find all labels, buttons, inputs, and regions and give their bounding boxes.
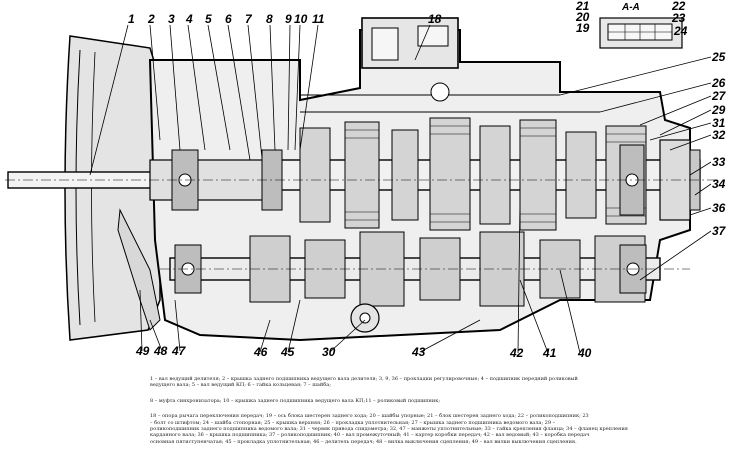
callout-36: 36 <box>712 201 726 215</box>
callout-23: 23 <box>672 11 686 25</box>
callout-11: 11 <box>312 12 325 26</box>
callout-19: 19 <box>576 21 590 35</box>
callout-9: 9 <box>285 12 292 26</box>
caption-line: – болт со штифтом; 24 – шайба стопорная;… <box>150 419 556 426</box>
callout-30: 30 <box>322 345 336 359</box>
main-shaft-gears <box>299 117 647 231</box>
callout-20: 20 <box>576 10 590 24</box>
callout-49: 49 <box>136 344 150 358</box>
callout-43: 43 <box>412 345 426 359</box>
callout-25: 25 <box>712 50 726 64</box>
callout-34: 34 <box>712 177 726 191</box>
callout-37: 37 <box>712 224 726 238</box>
section-a-a-inset <box>599 17 683 49</box>
callout-47: 47 <box>172 344 186 358</box>
callout-21: 21 <box>576 0 590 13</box>
callout-26: 26 <box>712 76 726 90</box>
callout-29: 29 <box>712 103 726 117</box>
leader-lines <box>89 24 712 354</box>
caption-line: роликоподшипник заднего подшипника ведом… <box>150 426 628 433</box>
callout-22: 22 <box>672 0 686 13</box>
callout-46: 46 <box>254 345 268 359</box>
callout-8: 8 <box>266 12 273 26</box>
callout-10: 10 <box>294 12 308 26</box>
callout-45: 45 <box>281 345 295 359</box>
callout-2: 2 <box>148 12 155 26</box>
gearbox-section-drawing <box>5 17 720 354</box>
callout-31: 31 <box>712 116 726 130</box>
caption-line: ведущего вала; 5 – вал ведущий КП; 6 – г… <box>150 382 331 389</box>
callout-3: 3 <box>168 12 175 26</box>
release-fork <box>117 208 161 331</box>
section-title: А-А <box>622 2 640 13</box>
callout-18: 18 <box>428 12 442 26</box>
callout-27: 27 <box>712 89 726 103</box>
caption-line: 18 – опора рычага переключения передач; … <box>150 413 589 420</box>
callout-24: 24 <box>674 24 688 38</box>
callout-48: 48 <box>154 344 168 358</box>
callout-4: 4 <box>186 12 193 26</box>
callout-6: 6 <box>225 12 232 26</box>
caption-line: 1 – вал ведущий делителя; 2 – крышка зад… <box>150 376 578 382</box>
callout-32: 32 <box>712 128 726 142</box>
callout-5: 5 <box>205 12 212 26</box>
legend-captions: 1 – вал ведущий делителя; 2 – крышка зад… <box>150 376 730 462</box>
callout-42: 42 <box>510 346 524 360</box>
callout-40: 40 <box>578 346 592 360</box>
callout-33: 33 <box>712 155 726 169</box>
callout-1: 1 <box>128 12 135 26</box>
callout-41: 41 <box>543 346 557 360</box>
callout-7: 7 <box>245 12 252 26</box>
caption-line: карданного вала; 36 – крышка подшипника;… <box>150 432 590 439</box>
caption-line: основная пятиступенчатая; 45 – прокладка… <box>150 438 577 445</box>
caption-line: 8 – муфта синхронизатора; 10 – крышка за… <box>150 397 441 404</box>
